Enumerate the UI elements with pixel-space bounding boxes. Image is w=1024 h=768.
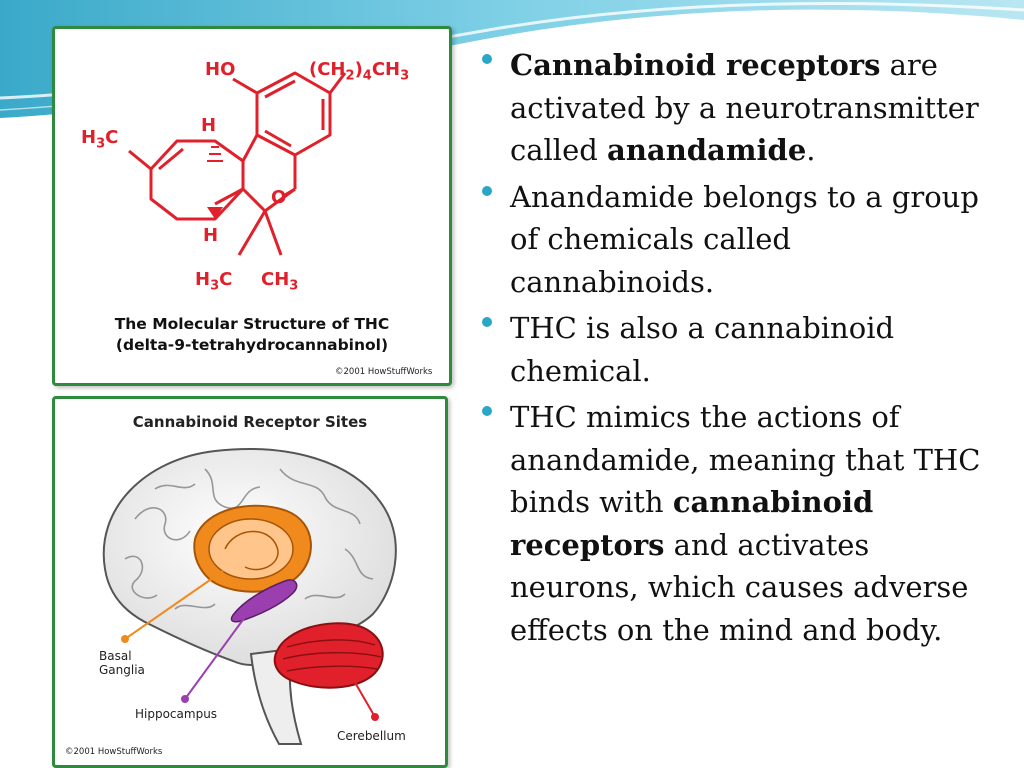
label-h-top: H	[201, 115, 217, 136]
bullet-4-part-3: and activates neurons, which causes adve…	[510, 527, 969, 647]
bullet-4-part-2: cannabinoid receptors	[510, 485, 874, 562]
label-side-chain-text: (CH2)4CH3	[309, 59, 410, 84]
brain-figure-title: Cannabinoid Receptor Sites	[132, 413, 368, 431]
brain-illustration	[102, 448, 397, 745]
cerebellum-shape	[273, 622, 384, 689]
bullet-1-part-2: are activated by a neurotransmitter call…	[510, 48, 979, 167]
bullet-3-text: THC is also a cannabinoid chemical.	[510, 311, 895, 388]
label-side-chain: (CH2)4CH3	[309, 61, 409, 86]
bullet-1-part-4: .	[806, 133, 816, 167]
label-cerebellum: Cerebellum	[337, 729, 406, 743]
brain-credit: ©2001 HowStuffWorks	[65, 747, 163, 757]
label-ch3-bottom: CH3	[261, 269, 299, 294]
label-h3c-left: H3C	[81, 127, 119, 152]
bullet-dot-icon	[482, 406, 492, 416]
bullet-4-part-1: THC mimics the actions of anandamide, me…	[510, 400, 981, 519]
bullet-item-1: Cannabinoid receptors are activated by a…	[480, 44, 1000, 172]
label-hippocampus: Hippocampus	[135, 707, 218, 721]
bullet-list: Cannabinoid receptors are activated by a…	[480, 44, 1000, 655]
thc-bond-diagram	[128, 71, 347, 256]
basal-ganglia-shape	[193, 504, 312, 593]
label-o: O	[271, 187, 287, 208]
bullet-dot-icon	[482, 317, 492, 327]
bullet-item-4: THC mimics the actions of anandamide, me…	[480, 396, 1000, 651]
bullet-1-part-3: anandamide	[607, 133, 807, 167]
label-basal-ganglia-line2: Ganglia	[99, 663, 145, 677]
bullet-item-2: Anandamide belongs to a group of chemica…	[480, 176, 1000, 304]
hippocampus-shape	[230, 579, 298, 623]
bullet-1-part-1: Cannabinoid receptors	[510, 48, 881, 82]
thc-caption-subtitle: (delta-9-tetrahydrocannabinol)	[115, 336, 389, 354]
thc-credit: ©2001 HowStuffWorks	[335, 367, 433, 377]
label-h-bottom: H	[203, 225, 219, 246]
receptor-sites-figure: Cannabinoid Receptor Sites	[52, 396, 448, 768]
label-ho: HO	[205, 59, 236, 80]
bullet-2-text: Anandamide belongs to a group of chemica…	[510, 179, 979, 299]
bullet-dot-icon	[482, 54, 492, 64]
thc-caption-title: The Molecular Structure of THC	[114, 315, 390, 333]
label-basal-ganglia-line1: Basal	[99, 649, 132, 663]
bullet-dot-icon	[482, 185, 492, 196]
thc-structure-figure: HO (CH2)4CH3 H3C H O H H3C CH3 The Molec…	[52, 26, 452, 386]
label-h3c-bottom: H3C	[195, 269, 233, 294]
bullet-item-3: THC is also a cannabinoid chemical.	[480, 307, 1000, 392]
label-basal-ganglia: Basal Ganglia	[99, 649, 145, 677]
